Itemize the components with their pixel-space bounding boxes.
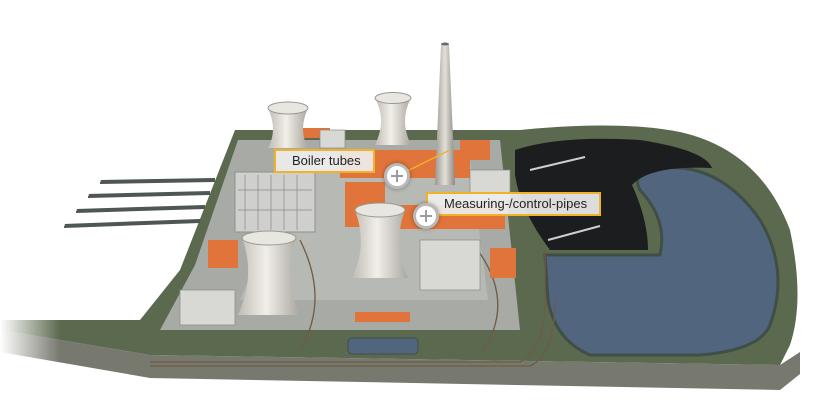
boiler-tubes-plus-button[interactable]	[384, 163, 410, 189]
cooling-tower-3	[352, 202, 408, 278]
measuring-control-pipes-plus-button[interactable]	[413, 203, 439, 229]
hotspot-label-boiler-tubes[interactable]: Boiler tubes	[274, 149, 375, 173]
switchyard-grid	[238, 175, 312, 230]
rail-tracks	[150, 239, 556, 367]
pier-posts	[63, 168, 101, 226]
water-basin	[543, 165, 780, 357]
coal-yard-cranes	[529, 156, 601, 241]
left-fade	[0, 300, 60, 400]
chimney-stack	[435, 42, 455, 185]
hotspot-label-text: Boiler tubes	[292, 153, 361, 168]
cooling-tower-2	[374, 92, 412, 145]
plus-icon	[416, 206, 436, 226]
cooling-tower-1	[267, 101, 309, 148]
small-pond	[347, 337, 419, 355]
coal-yard	[515, 138, 712, 250]
plus-icon	[387, 166, 407, 186]
base-slab-edge	[0, 330, 800, 390]
hotspot-label-measuring-control-pipes[interactable]: Measuring-/control-pipes	[426, 192, 602, 216]
cooling-tower-4	[238, 230, 300, 315]
grey-buildings	[179, 129, 511, 326]
hotspot-label-text: Measuring-/control-pipes	[444, 196, 588, 211]
switchyard	[234, 171, 316, 233]
conveyor-piers	[63, 178, 216, 228]
